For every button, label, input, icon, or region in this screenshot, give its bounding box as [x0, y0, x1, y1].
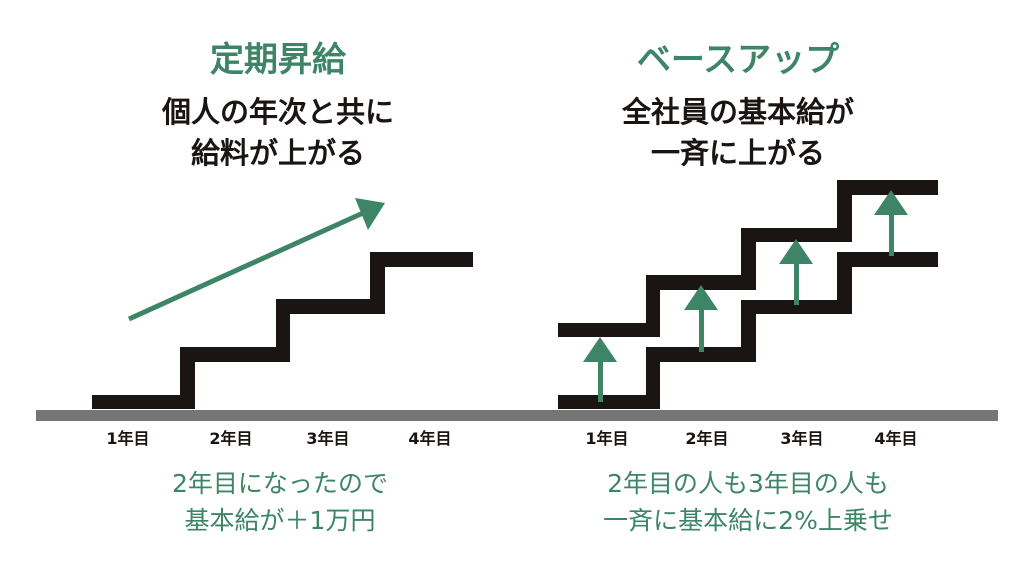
year-label: 4年目 — [874, 429, 917, 448]
year-label: 3年目 — [306, 429, 349, 448]
right-staircase-lower — [558, 252, 938, 409]
up-arrows — [583, 190, 908, 402]
right-panel-base-up: ベースアップ 全社員の基本給が 一斉に上がる — [558, 40, 938, 409]
year-label: 4年目 — [408, 429, 451, 448]
up-arrow-icon — [874, 190, 908, 256]
right-subtitle-line-1: 全社員の基本給が — [621, 95, 854, 129]
year-label: 2年目 — [685, 429, 728, 448]
right-note-line-1: 2年目の人も3年目の人も — [607, 469, 889, 498]
year-label: 3年目 — [780, 429, 823, 448]
right-year-labels: 1年目 2年目 3年目 4年目 — [585, 429, 917, 448]
up-arrow-icon — [684, 285, 718, 352]
year-label: 1年目 — [585, 429, 628, 448]
year-label: 2年目 — [209, 429, 252, 448]
up-arrow-icon — [779, 239, 813, 305]
right-note-line-2: 一斉に基本給に2%上乗せ — [603, 506, 893, 535]
left-panel-regular-raise: 定期昇給 個人の年次と共に 給料が上がる — [92, 40, 473, 409]
right-staircase-upper — [558, 180, 938, 337]
rising-trend-arrow-icon — [127, 198, 385, 322]
ground-line — [36, 410, 998, 421]
left-subtitle-line-2: 給料が上がる — [191, 136, 365, 170]
right-subtitle-line-2: 一斉に上がる — [651, 136, 825, 170]
left-note-line-2: 基本給が＋1万円 — [185, 506, 376, 535]
right-title: ベースアップ — [637, 40, 839, 80]
left-subtitle-line-1: 個人の年次と共に — [161, 95, 394, 129]
year-label: 1年目 — [106, 429, 149, 448]
left-staircase — [92, 252, 473, 409]
left-note-line-1: 2年目になったので — [172, 469, 388, 498]
left-title: 定期昇給 — [210, 40, 347, 80]
up-arrow-icon — [583, 337, 617, 402]
left-year-labels: 1年目 2年目 3年目 4年目 — [106, 429, 451, 448]
